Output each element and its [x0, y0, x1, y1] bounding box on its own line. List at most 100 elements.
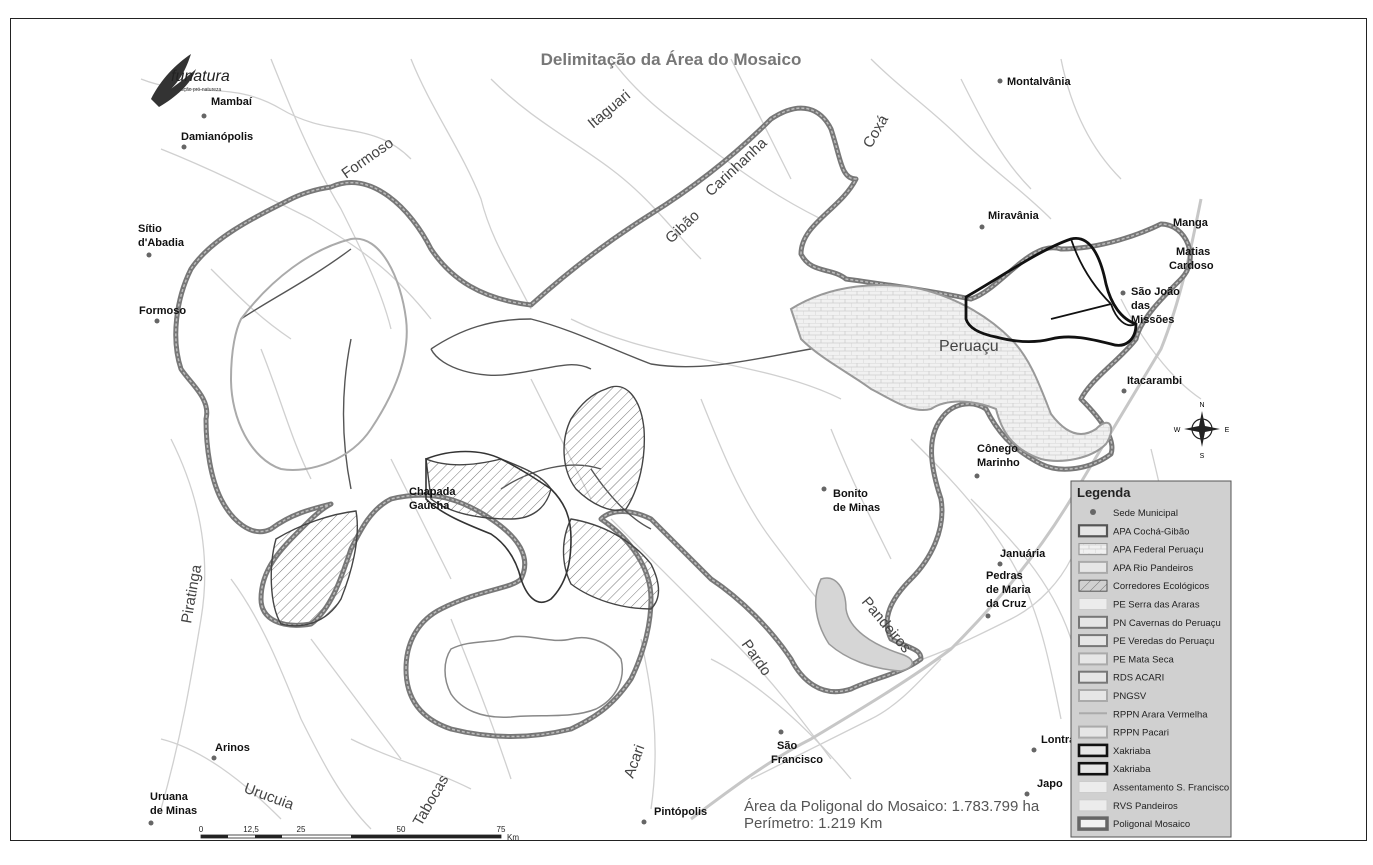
legend-swatch — [1078, 670, 1108, 684]
svg-text:Pintópolis: Pintópolis — [654, 806, 707, 818]
svg-text:N: N — [1199, 402, 1204, 409]
legend-swatch — [1078, 799, 1108, 812]
svg-text:Km: Km — [507, 833, 519, 842]
svg-text:25: 25 — [297, 825, 306, 834]
sao-francisco-river — [690, 198, 1203, 821]
legend-item: PN Cavernas do Peruaçu — [1078, 615, 1221, 629]
legend-item: Xakriaba — [1077, 761, 1151, 776]
city-lontra: Lontra — [1031, 734, 1076, 753]
svg-text:Itacarambi: Itacarambi — [1127, 375, 1182, 387]
svg-text:Montalvânia: Montalvânia — [1007, 76, 1071, 88]
rvs-pandeiros — [814, 577, 913, 672]
city-sao-joao-das-missoes: São João das Missões — [1120, 286, 1180, 326]
legend-swatch — [1078, 689, 1108, 702]
map-canvas: Delimitação da Área do Mosaico funatura … — [138, 50, 1232, 842]
city-matias-cardoso: Matias Cardoso — [1169, 246, 1214, 272]
legend-item: Corredores Ecológicos — [1078, 579, 1209, 592]
legend-label: Corredores Ecológicos — [1113, 581, 1209, 592]
corredores-ecologicos — [270, 385, 660, 627]
svg-text:Gaúcha: Gaúcha — [409, 500, 450, 512]
city-pintopolis: Pintópolis — [641, 806, 707, 825]
legend-swatch — [1078, 634, 1108, 648]
area-label: Área da Poligonal do Mosaico: 1.783.799 … — [744, 798, 1040, 815]
city-uruana-de-minas: Uruana de Minas — [148, 791, 197, 826]
legend-item: PE Mata Seca — [1078, 652, 1174, 665]
legend-label: Xakriaba — [1113, 746, 1151, 757]
svg-text:Formoso: Formoso — [139, 305, 186, 317]
legend-label: PE Veredas do Peruaçu — [1113, 636, 1214, 647]
legend-title: Legenda — [1077, 485, 1131, 500]
perimeter-label: Perímetro: 1.219 Km — [744, 815, 882, 832]
svg-text:50: 50 — [397, 825, 406, 834]
city-japo: Japo — [1024, 778, 1063, 797]
legend-item: RVS Pandeiros — [1078, 799, 1178, 812]
svg-text:Marinho: Marinho — [977, 457, 1020, 469]
svg-text:Damianópolis: Damianópolis — [181, 131, 253, 143]
city-pedras-de-maria-da-cruz: Pedras de Maria da Cruz — [985, 570, 1032, 619]
svg-text:Bonito: Bonito — [833, 488, 868, 500]
svg-text:Januária: Januária — [1000, 548, 1046, 560]
legend-item: PE Serra das Araras — [1078, 598, 1200, 611]
legend-swatch — [1078, 598, 1108, 610]
svg-text:E: E — [1225, 427, 1230, 434]
legend-swatch — [1078, 542, 1108, 556]
svg-text:S: S — [1200, 453, 1205, 460]
svg-text:de Maria: de Maria — [986, 584, 1032, 596]
legend-label: PE Serra das Araras — [1113, 600, 1200, 611]
legend-swatch — [1077, 816, 1109, 831]
compass-rose-icon: N S E W — [1174, 402, 1230, 460]
svg-text:Matias: Matias — [1176, 246, 1210, 258]
river-label-carinhanha: Carinhanha — [702, 134, 771, 200]
legend-item: PNGSV — [1078, 689, 1147, 702]
city-manga: Manga — [1173, 217, 1209, 229]
apa-federal-peruacu — [789, 284, 1113, 462]
svg-text:75: 75 — [497, 825, 506, 834]
city-sao-francisco: São Francisco — [771, 729, 823, 766]
city-bonito-de-minas: Bonito de Minas — [821, 486, 880, 514]
legend-item: Assentamento S. Francisco — [1078, 781, 1229, 794]
svg-text:Lontra: Lontra — [1041, 734, 1076, 746]
apa-cocha-gibao-center — [425, 450, 572, 603]
legend-swatch — [1078, 560, 1108, 574]
legend-swatch — [1077, 743, 1109, 758]
svg-text:Japo: Japo — [1037, 778, 1063, 790]
svg-text:Miravânia: Miravânia — [988, 210, 1040, 222]
legend-label: Poligonal Mosaico — [1113, 819, 1190, 830]
legend-swatch — [1078, 615, 1108, 629]
legend-swatch — [1077, 761, 1109, 776]
city-formoso: Formoso — [139, 305, 186, 324]
svg-text:Pedras: Pedras — [986, 570, 1023, 582]
legend-item: APA Federal Peruaçu — [1078, 542, 1204, 556]
city-mambai: Mambaí — [201, 96, 253, 119]
legend-label: PE Mata Seca — [1113, 654, 1174, 665]
legend-item: Poligonal Mosaico — [1077, 816, 1190, 831]
logo-subtitle: fundação pró-natureza — [171, 87, 222, 93]
svg-text:da Cruz: da Cruz — [986, 598, 1027, 610]
city-damianopolis: Damianópolis — [181, 131, 253, 150]
city-chapada-gaucha: Chapada Gaúcha — [409, 486, 456, 512]
river-label-coxa: Coxá — [860, 112, 893, 151]
xakriaba-lines — [1050, 238, 1137, 327]
river-label-tabocas: Tabocas — [410, 772, 453, 829]
funatura-logo: funatura fundação pró-natureza — [151, 54, 230, 107]
svg-text:Missões: Missões — [1131, 314, 1174, 326]
bird-icon — [151, 54, 196, 107]
river-label-gibao: Gibão — [662, 207, 703, 247]
legend-item: RPPN Pacari — [1078, 725, 1169, 739]
legend-label: RVS Pandeiros — [1113, 801, 1178, 812]
svg-text:Sítio: Sítio — [138, 223, 162, 235]
city-markers: Mambaí Damianópolis Sítio d'Abadia Formo… — [138, 76, 1214, 826]
svg-text:Francisco: Francisco — [771, 754, 823, 766]
river-label-formoso: Formoso — [339, 134, 397, 182]
region-label-peruacu: Peruaçu — [939, 338, 999, 355]
svg-text:São: São — [777, 740, 797, 752]
river-label-urucuia: Urucuia — [242, 780, 297, 814]
svg-text:Uruana: Uruana — [150, 791, 189, 803]
legend-label: APA Cochá-Gibão — [1113, 526, 1189, 537]
svg-text:Arinos: Arinos — [215, 742, 250, 754]
legend-label: PNGSV — [1113, 691, 1147, 702]
legend-swatch — [1090, 509, 1096, 515]
legend-item: APA Cochá-Gibão — [1077, 524, 1189, 538]
